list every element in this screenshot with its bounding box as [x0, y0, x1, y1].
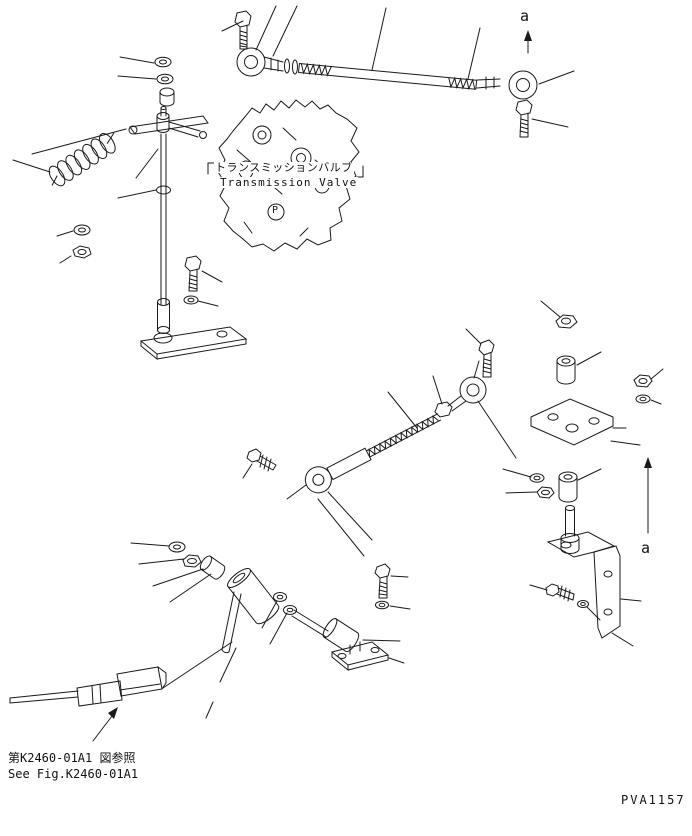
lever-cylinder	[227, 568, 280, 625]
damper-mounting-plate	[330, 641, 390, 672]
reference-arrow-icon	[92, 707, 118, 742]
spacer-upper-right	[556, 355, 576, 385]
reference-note-en: See Fig.K2460-01A1	[8, 767, 139, 781]
bolt-small-center	[246, 448, 277, 472]
vertical-link	[156, 133, 171, 334]
control-rod	[298, 62, 478, 91]
adjusting-rod	[304, 413, 442, 494]
washer-nut-far-left	[72, 224, 92, 259]
rod-end-center	[434, 376, 487, 418]
control-cable	[9, 666, 167, 707]
bolt-right	[515, 99, 533, 138]
washer-nut-mid-right	[529, 473, 555, 499]
section-marker-top: a	[520, 7, 530, 25]
drawing-number: PVA1157	[621, 793, 686, 807]
pivot-pin	[560, 505, 580, 554]
bolt-top	[234, 10, 252, 50]
bolt-washer-lower-right	[545, 583, 589, 608]
bolt-center	[183, 255, 202, 305]
spacer-mid-right	[558, 471, 578, 503]
valve-label-ja: トランスミッションバルブ	[214, 161, 354, 174]
washer-nut-bottom-left	[168, 541, 202, 568]
washer-stack-upper-left	[154, 56, 175, 107]
mounting-plate-left	[139, 326, 248, 361]
section-marker-right: a	[641, 539, 651, 557]
lever-bellcrank	[128, 106, 209, 139]
l-bracket	[546, 531, 621, 639]
nut-washer-far-right	[633, 374, 653, 404]
rod-end-right	[476, 70, 538, 100]
reference-note-ja: 第K2460-01A1 図参照	[8, 751, 136, 765]
damper-cylinder	[322, 618, 360, 653]
nut-upper-right	[555, 314, 578, 329]
valve-port-label: P	[272, 205, 279, 216]
rod-end-left	[236, 47, 298, 77]
lever-arm	[221, 591, 329, 654]
leader-lines	[12, 5, 664, 719]
section-arrow-top-icon	[524, 30, 532, 54]
section-arrow-right-icon	[644, 457, 652, 534]
spacer-bottom	[199, 555, 226, 580]
bolt-bottom-center	[374, 563, 391, 610]
valve-label-en: Transmission Valve	[219, 176, 359, 189]
spring	[48, 132, 116, 187]
bolt-upper-right	[478, 339, 495, 378]
bracket-upper-right	[530, 398, 614, 446]
